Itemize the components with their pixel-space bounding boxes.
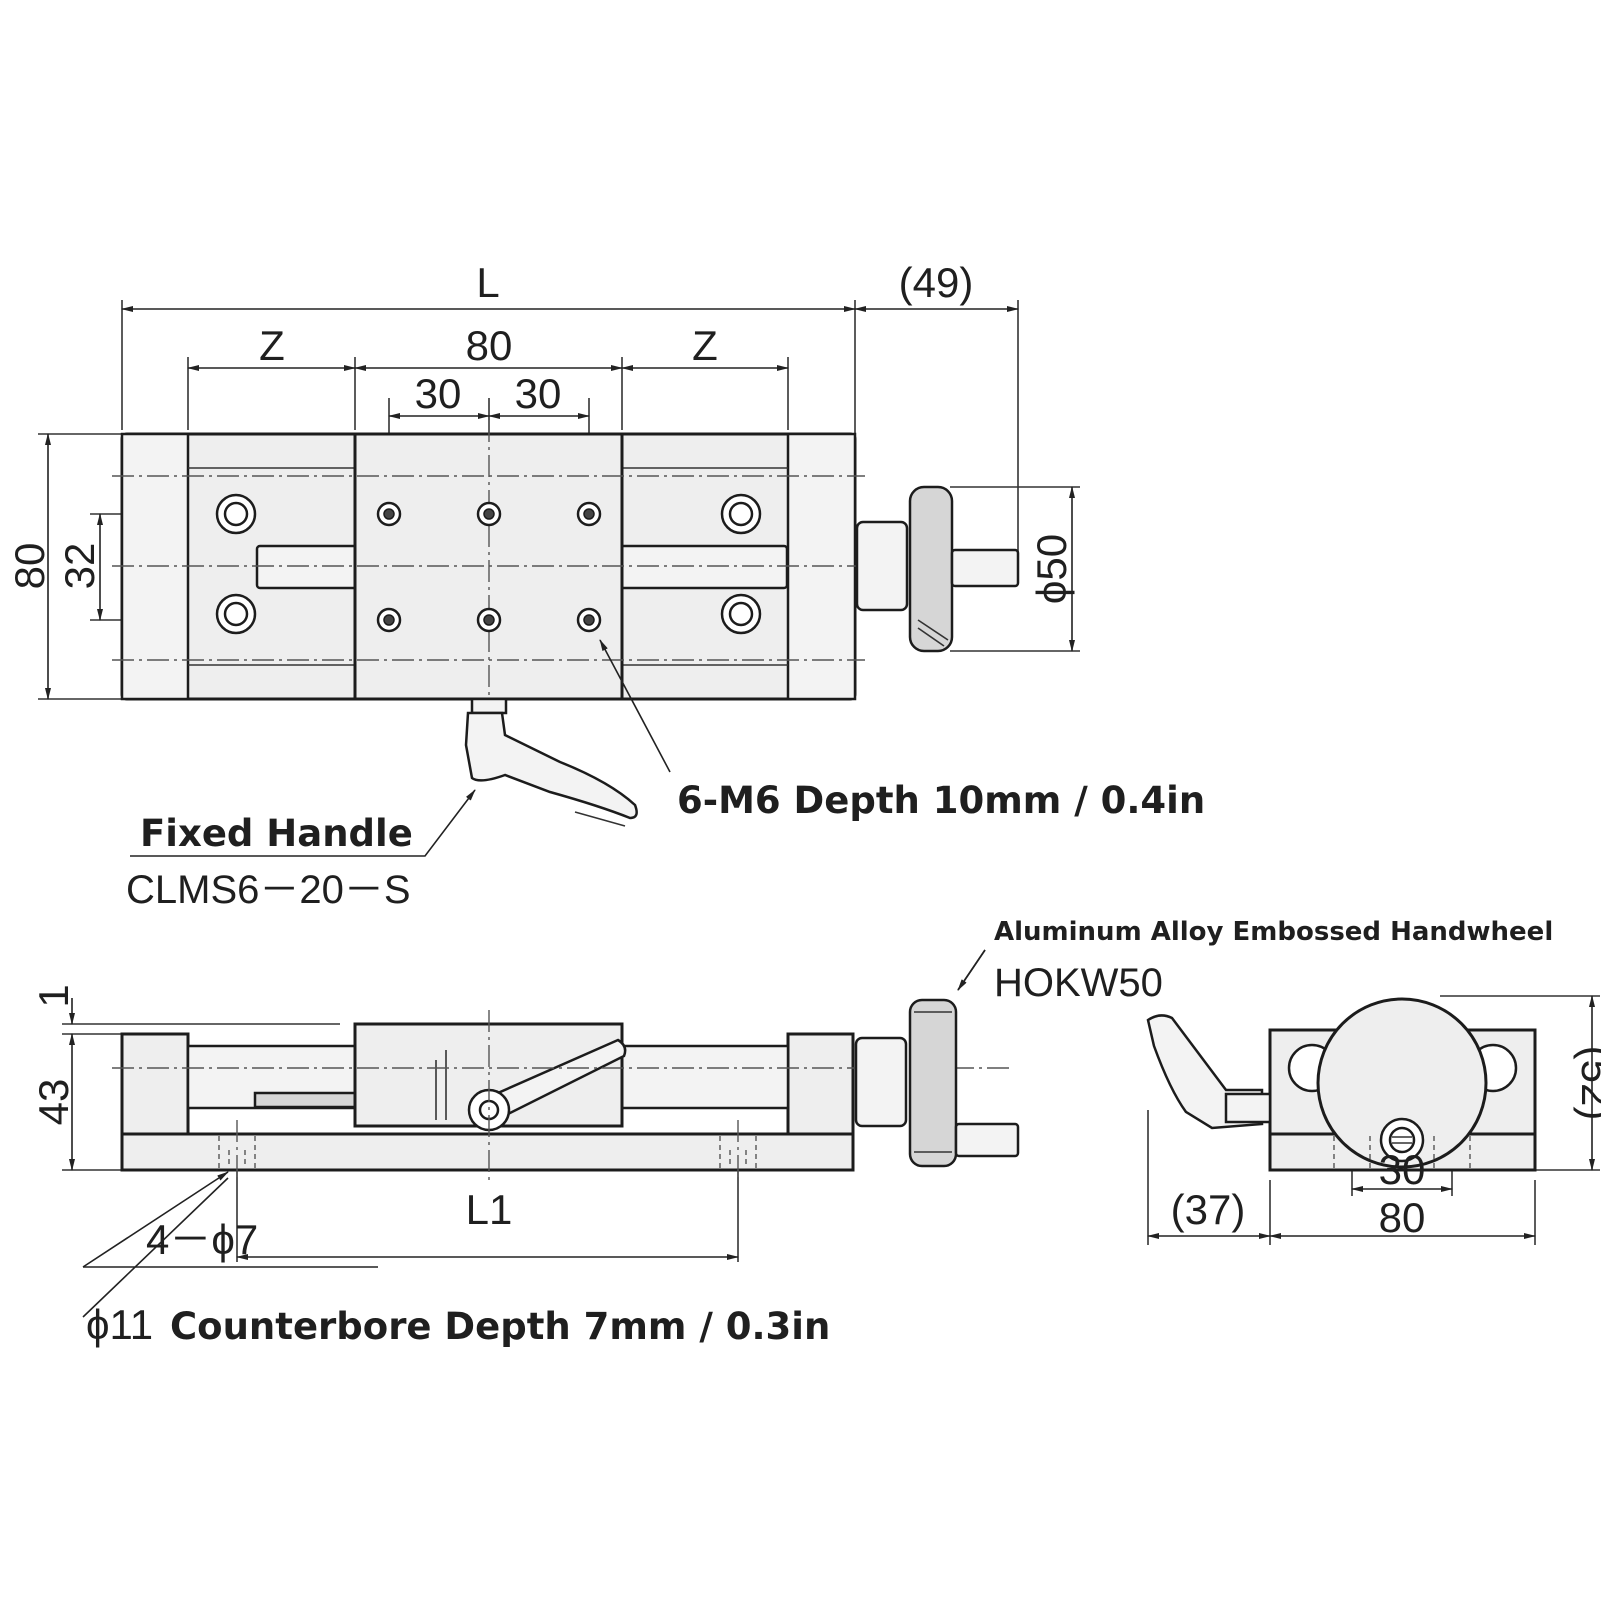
dim-label-rail-pitch: 32 (56, 543, 103, 590)
mount-hole (720, 493, 762, 535)
tapped-hole (376, 501, 402, 527)
dim-label-z-left: Z (259, 322, 285, 369)
side-fixed-handle-lever (479, 1038, 627, 1120)
end-view: (52) (37) 30 80 (1146, 995, 1601, 1245)
mount-hole (215, 493, 257, 535)
dim-label-mount-pitch: L1 (466, 1186, 513, 1233)
side-end-block-right (786, 1032, 855, 1136)
mount-hole (215, 593, 257, 635)
dim-label-width: 80 (6, 543, 53, 590)
side-lead-screw (253, 1091, 357, 1109)
dim-label-handwheel-dia: ϕ50 (1028, 534, 1075, 604)
dim-label-total-height: (52) (1573, 1046, 1601, 1121)
tapped-hole (576, 501, 602, 527)
handwheel-shaft (950, 548, 1020, 588)
side-handwheel-rim (908, 998, 958, 1168)
fixed-handle-lever (464, 711, 638, 820)
callout-counterbore-text: Counterbore Depth 7mm / 0.3in (170, 1305, 830, 1348)
handwheel-hub (855, 520, 909, 612)
dim-label-pitch-right: 30 (515, 370, 562, 417)
fixed-handle-stem (470, 697, 508, 715)
dim-label-pitch-left: 30 (415, 370, 462, 417)
dim-label-center: 80 (466, 322, 513, 369)
mount-hole (720, 593, 762, 635)
side-handwheel-hub (854, 1036, 908, 1128)
callout-handwheel-part: HOKW50 (994, 961, 1163, 1005)
side-end-block-left (120, 1032, 190, 1136)
dim-label-z-right: Z (692, 322, 718, 369)
side-view: 1 43 L1 4－ϕ7 ϕ11 Counterbore Depth 7mm /… (30, 917, 1553, 1348)
handwheel-rim (908, 485, 954, 653)
callout-counterbore-symbol: ϕ11 (86, 1301, 153, 1348)
dim-label-height: 43 (30, 1079, 77, 1126)
callout-fixed-handle-part: CLMS6－20－S (126, 868, 411, 912)
callout-fixed-handle-title: Fixed Handle (140, 812, 413, 855)
dim-label-handwheel-offset: (49) (899, 259, 974, 306)
callout-tapped-holes: 6-M6 Depth 10mm / 0.4in (677, 779, 1205, 822)
tapped-hole (476, 501, 502, 527)
callout-handwheel-title: Aluminum Alloy Embossed Handwheel (994, 917, 1553, 947)
callout-mount-holes: 4－ϕ7 (146, 1216, 258, 1263)
end-handwheel-disc (1316, 997, 1488, 1169)
dim-label-length: L (476, 259, 499, 306)
side-base-plate (120, 1132, 855, 1172)
top-view: L (49) Z 80 Z 30 30 80 32 ϕ50 6-M6 Depth… (6, 259, 1205, 912)
dim-label-handle-offset: (37) (1171, 1186, 1246, 1233)
tapped-hole (476, 607, 502, 633)
dim-label-end-width: 80 (1379, 1194, 1426, 1241)
dim-label-top-gap: 1 (30, 984, 77, 1007)
tapped-hole (576, 607, 602, 633)
dim-label-end-hole-pitch: 30 (1379, 1146, 1426, 1193)
side-handwheel-shaft (954, 1122, 1020, 1158)
tapped-hole (376, 607, 402, 633)
